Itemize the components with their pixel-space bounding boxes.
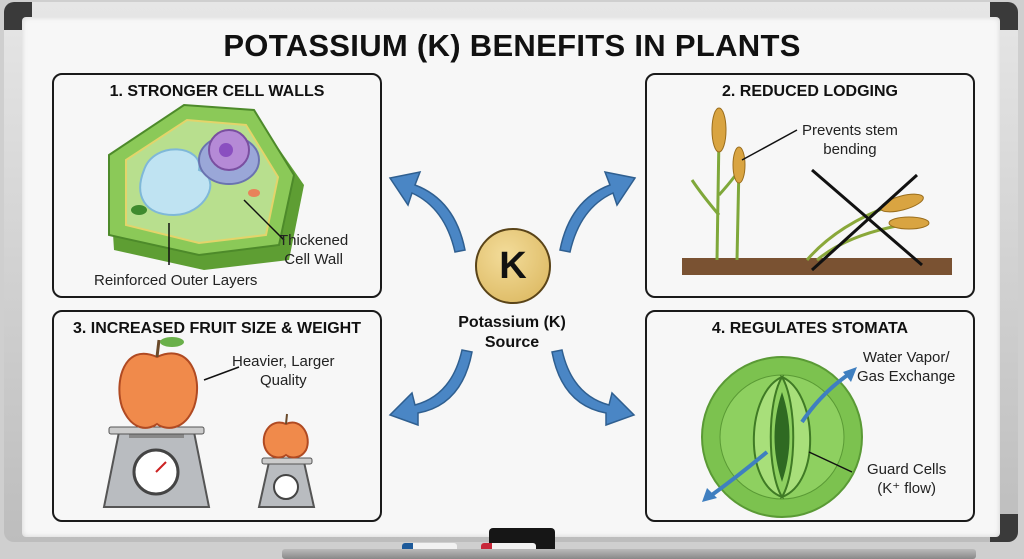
arrow-to-panel-1 [388,170,466,253]
panel-title: 4. REGULATES STOMATA [711,320,909,337]
arrow-to-panel-3 [388,349,473,427]
plant-cell-illustration [108,103,304,270]
label-heavier-larger-quality: Heavier, Larger Quality [232,352,335,390]
label-line: Quality [259,372,307,389]
label-line: Gas Exchange [857,368,956,385]
label-thickened-cell-wall: Thickened Cell Wall [279,231,348,269]
label-guard-cells: Guard Cells (K⁺ flow) [867,460,946,498]
label-line: Water Vapor/ [862,349,950,366]
page-title: POTASSIUM (K) BENEFITS IN PLANTS [223,28,801,63]
panel-title: 3. INCREASED FRUIT SIZE & WEIGHT [72,320,361,337]
label-reinforced-outer-layers: Reinforced Outer Layers [94,272,258,289]
panel-title: 1. STRONGER CELL WALLS [109,83,325,100]
label-line: Guard Cells [867,461,947,478]
red-marker [481,543,536,552]
wheat-illustration [682,107,952,275]
panel-fruit-size: 3. INCREASED FRUIT SIZE & WEIGHT Heavier… [52,310,382,522]
apple-scale-illustration [102,337,316,508]
label-line: (K⁺ flow) [877,480,936,497]
arrow-to-panel-2 [559,170,637,253]
label-line: Potassium (K) [458,314,566,331]
panel-reduced-lodging: 2. REDUCED LODGING Prevents stem bending [645,73,975,298]
label-line: bending [823,141,877,158]
label-line: Prevents stem [802,122,898,139]
blue-marker [402,543,457,552]
panel-title: 2. REDUCED LODGING [721,83,898,100]
label-prevents-stem-bending: Prevents stem bending [802,121,898,159]
potassium-source-label: Potassium (K) Source [432,313,592,353]
marker-tray [282,549,976,559]
panel-stomata: 4. REGULATES STOMATA Water Vapor/ Gas Ex… [645,310,975,522]
label-line: Thickened [279,232,349,249]
panel-cell-walls: 1. STRONGER CELL WALLS Thickened Cell Wa… [52,73,382,298]
arrow-to-panel-4 [551,349,636,427]
label-line: Cell Wall [284,251,343,268]
stomata-illustration [701,356,863,518]
label-water-vapor-gas-exchange: Water Vapor/ Gas Exchange [857,348,955,386]
potassium-symbol: K [475,228,551,304]
label-line: Heavier, Larger [232,353,335,370]
label-line: Source [484,334,540,351]
